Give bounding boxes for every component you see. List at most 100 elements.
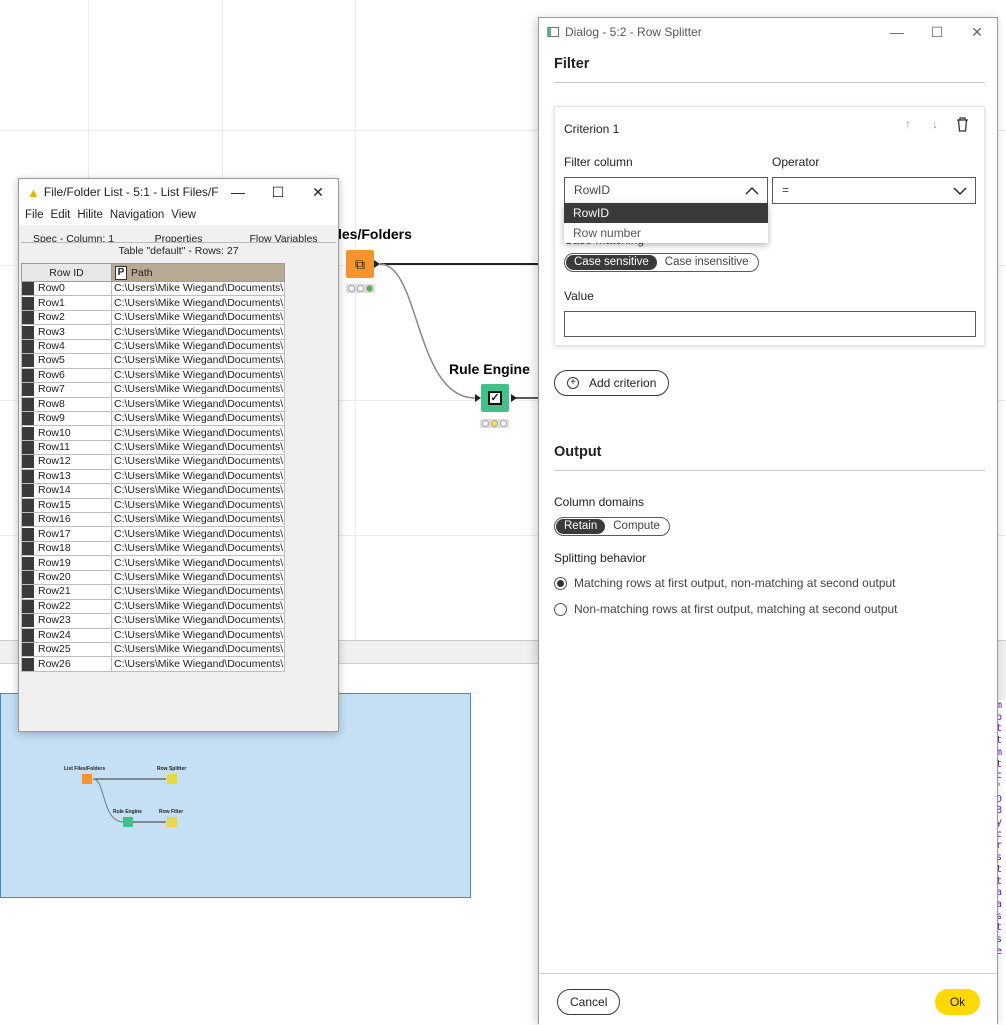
tab-properties[interactable]: Properties xyxy=(154,233,203,243)
value-input[interactable] xyxy=(564,311,976,337)
path-cell[interactable]: C:\Users\Mike Wiegand\Documents\... xyxy=(111,324,285,340)
row-id-cell[interactable]: Row17 xyxy=(21,526,112,542)
window-titlebar[interactable]: ▲ File/Folder List - 5:1 - List Files/Fo… xyxy=(19,179,338,205)
path-cell[interactable]: C:\Users\Mike Wiegand\Documents\... xyxy=(111,468,285,485)
row-id-cell[interactable]: Row22 xyxy=(21,598,112,615)
operator-select[interactable]: = xyxy=(772,177,976,204)
rule-engine-node[interactable]: ✓ xyxy=(481,384,509,412)
row-id-cell[interactable]: Row7 xyxy=(21,382,112,398)
row-id-cell[interactable]: Row6 xyxy=(21,367,112,384)
row-id-cell[interactable]: Row12 xyxy=(21,454,112,470)
row-id-cell[interactable]: Row20 xyxy=(21,569,112,586)
row-id-cell[interactable]: Row1 xyxy=(21,295,112,311)
path-cell[interactable]: C:\Users\Mike Wiegand\Documents\... xyxy=(111,396,285,412)
row-id-cell[interactable]: Row26 xyxy=(21,656,112,672)
path-cell[interactable]: C:\Users\Mike Wiegand\Documents\... xyxy=(111,410,285,427)
row-id-cell[interactable]: Row19 xyxy=(21,555,112,571)
path-cell[interactable]: C:\Users\Mike Wiegand\Documents\... xyxy=(111,627,285,643)
path-cell[interactable]: C:\Users\Mike Wiegand\Documents\... xyxy=(111,641,285,658)
tab-spec[interactable]: Spec - Column: 1 xyxy=(32,233,115,243)
path-cell[interactable]: C:\Users\Mike Wiegand\Documents\... xyxy=(111,295,285,311)
path-cell[interactable]: C:\Users\Mike Wiegand\Documents\... xyxy=(111,526,285,542)
file-folder-list-window[interactable]: ▲ File/Folder List - 5:1 - List Files/Fo… xyxy=(18,178,339,732)
path-cell[interactable]: C:\Users\Mike Wiegand\Documents\... xyxy=(111,454,285,470)
trash-icon[interactable] xyxy=(953,115,971,133)
minimize-button[interactable]: — xyxy=(231,184,245,200)
row-id-cell[interactable]: Row0 xyxy=(21,280,112,297)
add-criterion-button[interactable]: + Add criterion xyxy=(554,370,670,396)
close-button[interactable]: ✕ xyxy=(312,183,324,200)
row-id-cell[interactable]: Row5 xyxy=(21,353,112,369)
path-cell[interactable]: C:\Users\Mike Wiegand\Documents\... xyxy=(111,353,285,369)
path-cell[interactable]: C:\Users\Mike Wiegand\Documents\... xyxy=(111,613,285,629)
row-id-cell[interactable]: Row25 xyxy=(21,641,112,658)
case-insensitive-option[interactable]: Case insensitive xyxy=(664,256,749,268)
row-id-cell[interactable]: Row9 xyxy=(21,410,112,427)
maximize-button[interactable]: ☐ xyxy=(271,183,285,200)
row-id-cell[interactable]: Row15 xyxy=(21,497,112,514)
split-option-matching-first-label[interactable]: Matching rows at first output, non-match… xyxy=(574,576,896,590)
retain-option[interactable]: Retain xyxy=(556,519,606,534)
row-id-cell[interactable]: Row2 xyxy=(21,309,112,326)
ok-button[interactable]: Ok xyxy=(935,989,980,1015)
dropdown-option-rowid[interactable]: RowID xyxy=(564,203,768,223)
path-cell[interactable]: C:\Users\Mike Wiegand\Documents\... xyxy=(111,280,285,297)
path-cell[interactable]: C:\Users\Mike Wiegand\Documents\... xyxy=(111,425,285,441)
row-id-cell[interactable]: Row3 xyxy=(21,324,112,340)
menu-hilite[interactable]: Hilite xyxy=(77,209,103,221)
path-cell[interactable]: C:\Users\Mike Wiegand\Documents\... xyxy=(111,338,285,355)
menu-edit[interactable]: Edit xyxy=(50,209,71,221)
path-cell[interactable]: C:\Users\Mike Wiegand\Documents\... xyxy=(111,367,285,384)
path-cell[interactable]: C:\Users\Mike Wiegand\Documents\... xyxy=(111,656,285,672)
split-option-nonmatching-first-radio[interactable] xyxy=(554,603,567,616)
case-sensitive-option[interactable]: Case sensitive xyxy=(566,255,657,270)
menu-file[interactable]: File xyxy=(25,209,44,221)
row-id-cell[interactable]: Row10 xyxy=(21,425,112,441)
row-id-cell[interactable]: Row23 xyxy=(21,613,112,629)
path-cell[interactable]: C:\Users\Mike Wiegand\Documents\... xyxy=(111,584,285,600)
menu-navigation[interactable]: Navigation xyxy=(109,209,165,221)
path-cell[interactable]: C:\Users\Mike Wiegand\Documents\... xyxy=(111,569,285,586)
path-cell[interactable]: C:\Users\Mike Wiegand\Documents\... xyxy=(111,598,285,615)
row-id-cell[interactable]: Row8 xyxy=(21,396,112,412)
path-cell[interactable]: C:\Users\Mike Wiegand\Documents\... xyxy=(111,382,285,398)
move-up-icon[interactable]: ↑ xyxy=(905,117,911,131)
row-splitter-dialog[interactable]: Dialog - 5:2 - Row Splitter — ☐ ✕ Filter… xyxy=(538,17,998,1025)
row-id-cell[interactable]: Row21 xyxy=(21,584,112,600)
path-cell[interactable]: C:\Users\Mike Wiegand\Documents\... xyxy=(111,540,285,557)
path-cell[interactable]: C:\Users\Mike Wiegand\Documents\... xyxy=(111,497,285,514)
menu-view[interactable]: View xyxy=(171,209,196,221)
compute-option[interactable]: Compute xyxy=(613,520,660,532)
row-id-cell[interactable]: Row14 xyxy=(21,483,112,499)
row-id-cell[interactable]: Row18 xyxy=(21,540,112,557)
filter-column-select[interactable]: RowID xyxy=(564,177,768,204)
column-header-row-id[interactable]: Row ID xyxy=(21,263,112,282)
row-id-cell[interactable]: Row13 xyxy=(21,468,112,485)
path-cell[interactable]: C:\Users\Mike Wiegand\Documents\... xyxy=(111,309,285,326)
minimize-button[interactable]: — xyxy=(890,24,904,40)
